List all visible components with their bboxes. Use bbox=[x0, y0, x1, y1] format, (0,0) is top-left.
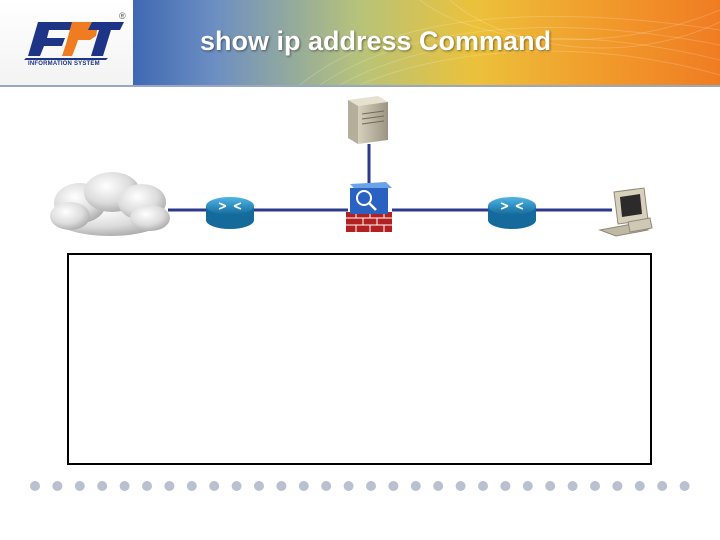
footer-dot bbox=[433, 481, 444, 491]
header-texture bbox=[299, 0, 720, 85]
footer-dot-divider bbox=[30, 481, 690, 491]
footer-dot bbox=[298, 481, 309, 491]
footer-dot bbox=[321, 481, 332, 491]
footer-dot bbox=[52, 481, 63, 491]
footer-dot bbox=[567, 481, 578, 491]
footer-dot bbox=[343, 481, 354, 491]
footer-dot bbox=[455, 481, 466, 491]
footer-dot bbox=[366, 481, 376, 491]
footer-dot bbox=[74, 481, 85, 491]
footer-dot bbox=[97, 481, 108, 491]
footer-dot bbox=[634, 481, 645, 491]
server-icon bbox=[348, 96, 388, 144]
command-output-box bbox=[67, 253, 652, 465]
firewall-icon bbox=[346, 182, 392, 232]
network-topology bbox=[50, 96, 653, 237]
footer-dot bbox=[522, 481, 533, 491]
logo-subtext: INFORMATION SYSTEM bbox=[28, 61, 100, 67]
footer-dot bbox=[231, 481, 242, 491]
footer-dot bbox=[30, 481, 40, 491]
footer-dot bbox=[209, 481, 220, 491]
footer-dot bbox=[679, 481, 690, 491]
cloud-icon bbox=[50, 172, 170, 236]
fpt-logo-mark bbox=[24, 22, 124, 60]
footer-dot bbox=[186, 481, 197, 491]
fpt-logo: INFORMATION SYSTEM ® bbox=[0, 0, 133, 85]
title-divider bbox=[0, 85, 720, 87]
footer-dot bbox=[545, 481, 556, 491]
footer-dot bbox=[500, 481, 511, 491]
title-bar: INFORMATION SYSTEM ® show ip address Com… bbox=[0, 0, 720, 85]
footer-dot bbox=[254, 481, 264, 491]
registered-mark: ® bbox=[119, 11, 126, 21]
footer-dot bbox=[478, 481, 488, 491]
footer-dot bbox=[164, 481, 175, 491]
footer-dot bbox=[657, 481, 668, 491]
page-title: show ip address Command bbox=[200, 26, 552, 56]
footer-dot bbox=[410, 481, 421, 491]
router-icon bbox=[488, 197, 536, 229]
pc-icon bbox=[598, 187, 653, 237]
footer-dot bbox=[388, 481, 399, 491]
footer-dot bbox=[142, 481, 152, 491]
router-icon bbox=[206, 197, 254, 229]
footer-dot bbox=[612, 481, 623, 491]
footer-dot bbox=[119, 481, 130, 491]
footer-dot bbox=[590, 481, 600, 491]
footer-dot bbox=[276, 481, 287, 491]
